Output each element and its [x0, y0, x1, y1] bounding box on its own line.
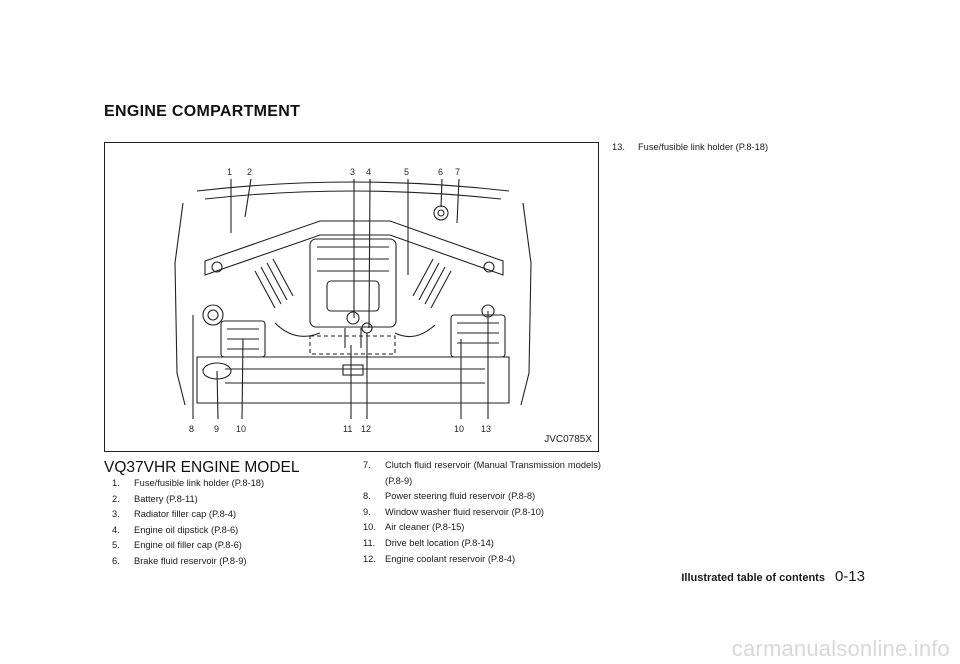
callout-4: 4 — [366, 167, 372, 177]
figure-code: JVC0785X — [544, 434, 592, 445]
list-item: 8.Power steering fluid reservoir (P.8-8) — [363, 491, 536, 502]
list-item: 12.Engine coolant reservoir (P.8-4) — [363, 553, 516, 564]
list-item: 9.Window washer fluid reservoir (P.8-10) — [363, 506, 544, 517]
section-title: ENGINE COMPARTMENT — [104, 103, 301, 120]
list-item: 6.Brake fluid reservoir (P.8-9) — [112, 555, 247, 566]
callout-2: 2 — [247, 167, 253, 177]
list-item: 4.Engine oil dipstick (P.8-6) — [112, 524, 239, 535]
callout-3: 3 — [350, 167, 356, 177]
callout-6: 6 — [438, 167, 444, 177]
callout-13: 13 — [481, 424, 492, 434]
list-item: 2.Battery (P.8-11) — [112, 493, 198, 504]
list-item: 11.Drive belt location (P.8-14) — [363, 537, 494, 548]
callout-5: 5 — [404, 167, 410, 177]
component-list-col3: 13.Fuse/fusible link holder (P.8-18) — [612, 140, 852, 156]
callout-9: 9 — [214, 424, 220, 434]
engine-illustration — [174, 178, 532, 420]
list-item: 10.Air cleaner (P.8-15) — [363, 522, 465, 533]
model-title: VQ37VHR ENGINE MODEL — [104, 459, 300, 476]
callout-1: 1 — [227, 167, 233, 177]
callout-12: 12 — [361, 424, 372, 434]
list-item: 13.Fuse/fusible link holder (P.8-18) — [612, 142, 769, 152]
component-list-col1: 1.Fuse/fusible link holder (P.8-18) 2.Ba… — [112, 476, 352, 570]
callout-10b: 10 — [454, 424, 465, 434]
component-list-col2: 7.Clutch fluid reservoir (Manual Transmi… — [363, 458, 601, 567]
list-item: 3.Radiator filler cap (P.8-4) — [112, 509, 237, 520]
list-item: 5.Engine oil filler cap (P.8-6) — [112, 540, 242, 551]
watermark: carmanualsonline.info — [731, 636, 950, 661]
engine-compartment-figure: 1 2 3 4 5 6 7 8 9 10 11 12 10 13 JVC0785… — [104, 142, 599, 452]
page-footer: Illustrated table of contents 0-13 — [633, 568, 865, 586]
list-item: 1.Fuse/fusible link holder (P.8-18) — [112, 478, 265, 488]
callout-7: 7 — [455, 167, 461, 177]
page-number: 0-13 — [834, 568, 865, 585]
callout-8: 8 — [189, 424, 195, 434]
callout-10: 10 — [236, 424, 247, 434]
list-item: 7.Clutch fluid reservoir (Manual Transmi… — [363, 460, 601, 486]
callout-11: 11 — [343, 424, 353, 434]
footer-section-label: Illustrated table of contents — [681, 572, 825, 584]
